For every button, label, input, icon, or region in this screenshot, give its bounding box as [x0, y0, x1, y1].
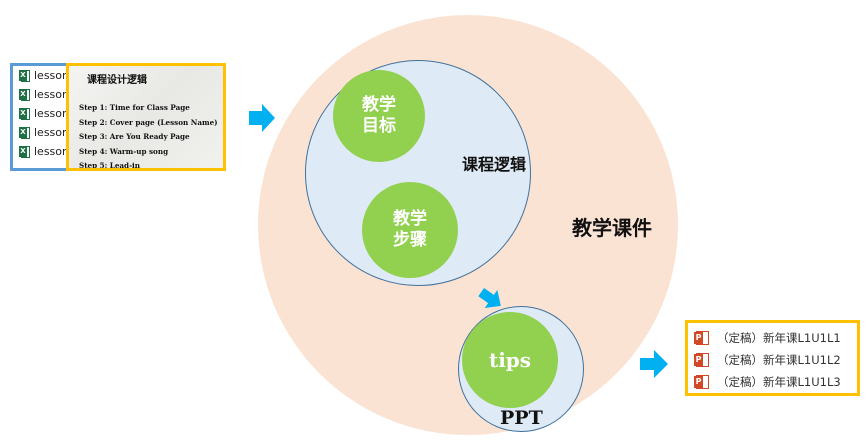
doc-title: 课程设计逻辑: [87, 75, 147, 86]
tips-node: tips: [462, 312, 558, 408]
ppt-file-item[interactable]: （定稿）新年课L1U1L3: [688, 371, 857, 393]
file-item[interactable]: lesson: [13, 66, 69, 85]
file-item-label: lesson: [34, 107, 69, 120]
excel-file-icon: [19, 145, 30, 158]
ppt-file-item[interactable]: （定稿）新年课L1U1L2: [688, 349, 857, 371]
file-item-label: lesson: [34, 126, 69, 139]
lesson-file-list: lesson lesson lesson lesson lesson: [10, 63, 72, 171]
doc-step: Step 3: Are You Ready Page: [79, 132, 190, 141]
doc-step: Step 2: Cover page (Lesson Name): [79, 117, 218, 127]
excel-file-icon: [19, 69, 30, 82]
file-item[interactable]: lesson: [13, 104, 69, 123]
ppt-file-label: （定稿）新年课L1U1L1: [717, 331, 841, 345]
node-text-line: 教学: [362, 94, 396, 115]
powerpoint-file-icon: [694, 331, 709, 345]
node-text-line: 教学: [393, 208, 427, 229]
ppt-file-list: （定稿）新年课L1U1L1 （定稿）新年课L1U1L2 （定稿）新年课L1U1L…: [685, 320, 860, 396]
doc-step: Step 4: Warm-up song: [79, 146, 169, 156]
doc-step-list: Step 1: Time for Class Page Step 2: Cove…: [79, 101, 218, 170]
course-logic-label: 课程逻辑: [462, 155, 527, 174]
node-text-line: 目标: [362, 116, 396, 136]
doc-step: Step 5: Lead-in: [79, 161, 141, 170]
arrow-down-right-icon: [478, 288, 501, 309]
teaching-goals-node: 教学 目标: [333, 70, 425, 162]
node-text-line: 步骤: [393, 230, 427, 250]
arrow-right-icon: [640, 350, 668, 378]
file-item-label: lesson: [34, 88, 69, 101]
file-item-label: lesson: [34, 145, 69, 158]
excel-file-icon: [19, 107, 30, 120]
ppt-file-label: （定稿）新年课L1U1L2: [717, 353, 841, 367]
arrow-right-icon: [249, 104, 275, 132]
ppt-label: PPT: [500, 407, 543, 429]
ppt-file-item[interactable]: （定稿）新年课L1U1L1: [688, 327, 857, 349]
powerpoint-file-icon: [694, 375, 709, 389]
file-item[interactable]: lesson: [13, 85, 69, 104]
doc-step: Step 1: Time for Class Page: [79, 103, 190, 112]
courseware-label: 教学课件: [572, 216, 652, 240]
excel-file-icon: [19, 126, 30, 139]
course-logic-doc-preview: 课程设计逻辑 Step 1: Time for Class Page Step …: [66, 63, 226, 171]
file-item[interactable]: lesson: [13, 142, 69, 161]
powerpoint-file-icon: [694, 353, 709, 367]
excel-file-icon: [19, 88, 30, 101]
ppt-file-label: （定稿）新年课L1U1L3: [717, 375, 841, 389]
file-item[interactable]: lesson: [13, 123, 69, 142]
file-item-label: lesson: [34, 69, 69, 82]
teaching-steps-node: 教学 步骤: [362, 182, 458, 278]
